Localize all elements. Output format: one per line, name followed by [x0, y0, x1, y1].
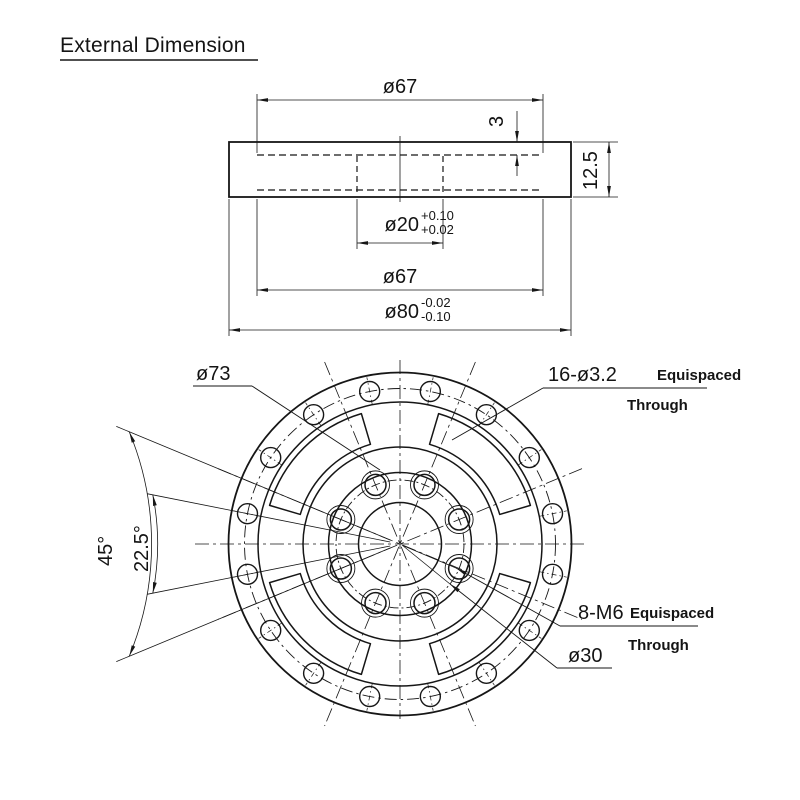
page-title: External Dimension [60, 34, 258, 61]
relief-slot [268, 572, 372, 676]
inner-holes-note-2: Through [628, 637, 689, 654]
center-bore-circle [357, 501, 443, 587]
hole-centermark [366, 683, 373, 711]
centerlines [195, 360, 585, 727]
dim-bolt-circle-30-label: ø30 [568, 645, 602, 667]
outer-bolt-circle [244, 388, 556, 700]
dim-outer-diameter: ø80 -0.02 -0.10 [228, 199, 572, 336]
callout-inner-holes: 8-M6 Equispaced Through [403, 545, 714, 654]
diagonal-centerline [217, 468, 583, 620]
m6-thread-circle [326, 554, 356, 583]
small-hole [236, 563, 259, 586]
m6-thread-circle [444, 505, 474, 534]
outer-tol-lower: -0.10 [421, 309, 451, 324]
small-hole [475, 662, 498, 684]
inner-boss-circle [327, 471, 473, 617]
m6-thread-circle [410, 470, 439, 500]
m6-hole [329, 557, 353, 580]
small-hole [302, 404, 325, 426]
m6-thread-circle [326, 505, 356, 534]
outer-tol-upper: -0.02 [421, 295, 451, 310]
hole-centermark [478, 661, 495, 686]
inner-bolt-circle [335, 479, 465, 609]
outer-circle [227, 371, 573, 717]
hole-centermark [305, 402, 322, 427]
hole-centermark [305, 661, 322, 686]
small-hole [518, 446, 540, 469]
hole-centermark [366, 377, 373, 405]
dim-thickness: 12.5 [573, 141, 618, 198]
relief-slot [268, 412, 372, 516]
m6-hole [329, 508, 353, 531]
hole-centermark [539, 571, 567, 578]
mid-boss-circle [302, 446, 498, 642]
hole-centermark [258, 449, 283, 466]
small-hole [419, 685, 442, 708]
m6-hole [447, 557, 471, 580]
bore-tol-lower: +0.02 [421, 222, 454, 237]
recess-circle [257, 401, 543, 687]
dim-bottom-recess-label: ø67 [383, 266, 417, 288]
dim-outer-label: ø80 [385, 301, 419, 323]
small-hole [302, 662, 325, 684]
hole-centermark [427, 377, 434, 405]
dim-center-bore: ø20 +0.10 +0.02 [356, 199, 454, 249]
hole-centermark [517, 449, 542, 466]
small-hole [358, 685, 381, 708]
m6-hole [413, 591, 436, 615]
angle-22-5-label: 22.5° [131, 525, 153, 572]
small-hole [419, 380, 442, 403]
inner-holes-note-1: Equispaced [630, 605, 714, 622]
callout-bolt-circle-30: ø30 [401, 544, 612, 669]
outer-holes-note-1: Equispaced [657, 367, 741, 384]
small-hole [358, 380, 381, 403]
m6-hole [364, 473, 387, 497]
outer-holes-label: 16-ø3.2 [548, 364, 617, 386]
hole-centermark [539, 510, 567, 517]
small-hole [541, 502, 564, 525]
front-view: 45° 22.5° ø73 16-ø3.2 Equispaced Through… [95, 360, 741, 727]
section-view: ø67 3 12.5 ø20 +0.10 +0.02 [228, 76, 618, 336]
m6-hole [364, 591, 387, 615]
inner-hole-pattern [326, 470, 474, 618]
dim-angle-22-5: 22.5° [131, 493, 391, 595]
small-hole [541, 563, 564, 586]
m6-thread-circle [410, 588, 439, 618]
small-hole [260, 619, 282, 642]
bore-tol-upper: +0.10 [421, 208, 454, 223]
angle-45-label: 45° [95, 536, 117, 566]
hole-centermark [258, 622, 283, 639]
hole-centermark [478, 402, 495, 427]
diagonal-centerline [324, 361, 476, 727]
dim-bolt-circle-73-label: ø73 [196, 363, 230, 385]
outer-holes-note-2: Through [627, 397, 688, 414]
dim-top-recess: ø67 [256, 76, 544, 153]
m6-hole [413, 473, 436, 497]
relief-slot [428, 412, 532, 516]
small-hole [260, 446, 282, 469]
m6-thread-circle [361, 588, 390, 618]
dim-top-recess-label: ø67 [383, 76, 417, 98]
dim-thickness-label: 12.5 [580, 151, 602, 190]
m6-thread-circle [444, 554, 474, 583]
diagonal-centerline [324, 361, 476, 727]
title-text: External Dimension [60, 34, 246, 57]
callout-outer-holes: 16-ø3.2 Equispaced Through [451, 364, 741, 441]
hole-centermark [517, 622, 542, 639]
inner-holes-label: 8-M6 [578, 602, 624, 624]
callout-bolt-circle-73: ø73 [193, 363, 381, 471]
m6-thread-circle [361, 470, 390, 500]
dim-recess-depth-label: 3 [486, 116, 508, 127]
hole-centermark [427, 683, 434, 711]
small-hole [518, 619, 540, 642]
dim-angle-45: 45° [95, 426, 391, 662]
relief-slot [428, 572, 532, 676]
small-hole [236, 502, 259, 525]
dim-recess-depth: 3 [486, 111, 519, 176]
dim-bottom-recess: ø67 [256, 199, 544, 296]
m6-hole [447, 508, 471, 531]
dim-center-bore-label: ø20 [385, 214, 419, 236]
